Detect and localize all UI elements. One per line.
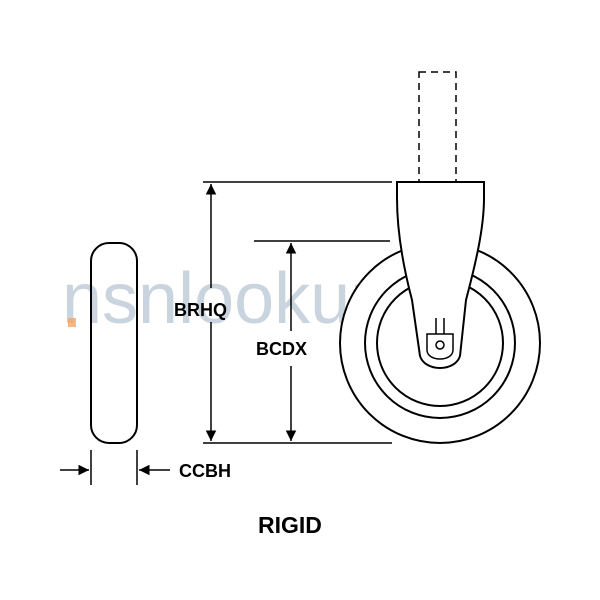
width-dimension xyxy=(60,450,170,485)
ccbh-label: CCBH xyxy=(179,461,231,481)
bcdx-label: BCDX xyxy=(256,339,307,359)
caster-stem-dashed xyxy=(418,71,457,183)
axle-hole xyxy=(435,340,445,350)
watermark-text: nsnlookup xyxy=(62,259,390,339)
diagram-caption: RIGID xyxy=(258,512,322,538)
caster-front-view xyxy=(339,71,541,444)
wheel-side-profile xyxy=(90,242,138,444)
wheel-diameter-dimension xyxy=(254,240,390,441)
watermark: nsnlookup xyxy=(62,259,390,339)
overall-height-dimension xyxy=(203,181,392,444)
caster-fork xyxy=(396,181,485,369)
brhq-label: BRHQ xyxy=(174,300,227,320)
watermark-dot xyxy=(68,318,76,327)
